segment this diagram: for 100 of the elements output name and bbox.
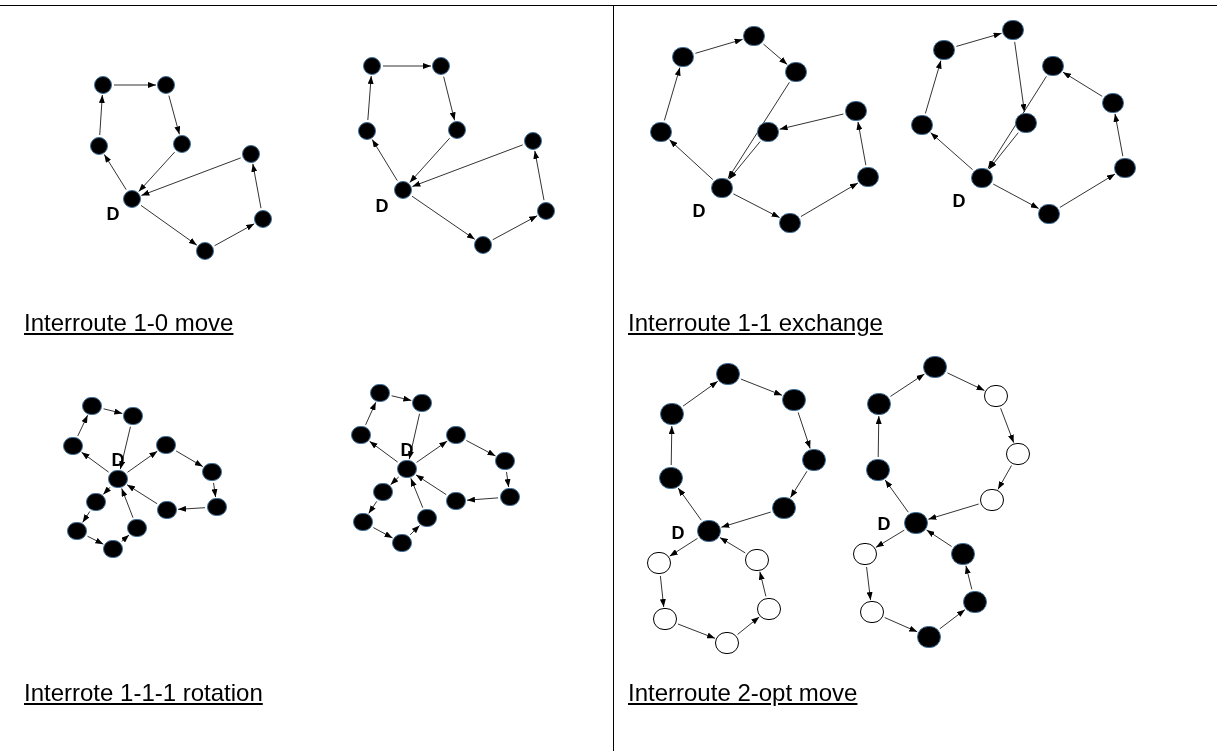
arrow — [856, 121, 867, 166]
depot-label: D — [877, 515, 891, 533]
arrow — [126, 484, 158, 505]
arrow — [103, 154, 127, 191]
arrow — [669, 537, 698, 557]
arrow — [663, 67, 681, 121]
arrow — [415, 474, 447, 496]
arrow — [694, 38, 744, 54]
arrow — [416, 440, 448, 463]
arrow — [992, 183, 1040, 209]
panel-caption: Interroute 1-0 move — [24, 308, 234, 338]
arrow — [797, 411, 811, 450]
arrow — [140, 204, 198, 246]
arrow — [875, 529, 905, 548]
arrow — [177, 505, 206, 512]
arrow — [1000, 407, 1015, 444]
arrow — [211, 482, 218, 498]
arrow — [140, 157, 242, 196]
arrow — [682, 380, 719, 407]
arrow — [790, 470, 808, 499]
arrow — [779, 113, 844, 131]
arrow — [81, 451, 110, 473]
depot-label: D — [952, 192, 966, 210]
arrow — [964, 565, 973, 590]
arrow — [988, 132, 1019, 170]
depot-label: D — [692, 202, 706, 220]
arrow — [889, 373, 925, 397]
arrow — [740, 378, 783, 396]
arrow — [409, 137, 451, 184]
depot-label: D — [375, 197, 389, 215]
arrow — [98, 94, 105, 136]
arrow — [1062, 71, 1103, 97]
depot-label: D — [671, 524, 685, 542]
arrow — [1113, 113, 1124, 157]
arrow — [113, 82, 157, 88]
arrow — [927, 503, 980, 520]
arrow — [82, 510, 91, 523]
panel-caption: Interrote 1-1-1 rotation — [24, 678, 263, 708]
panel-caption: Interroute 1-1 exchange — [628, 308, 883, 338]
arrow — [955, 32, 1003, 47]
arrow — [87, 535, 104, 545]
arrow — [668, 425, 675, 466]
arrow — [365, 401, 377, 426]
arrow — [391, 395, 412, 402]
arrow — [119, 426, 131, 470]
arrow — [504, 471, 511, 488]
arrow — [492, 215, 538, 241]
arrow — [372, 527, 394, 539]
arrow — [121, 487, 134, 519]
arrow — [138, 151, 176, 193]
arrow — [884, 617, 918, 633]
arrow — [727, 81, 790, 179]
arrow — [939, 609, 966, 630]
arrow — [763, 43, 788, 65]
arrow — [997, 465, 1012, 490]
arrow — [930, 132, 974, 171]
arrow — [175, 450, 204, 468]
arrow — [946, 372, 985, 391]
arrow — [382, 63, 432, 69]
arrow — [737, 616, 760, 635]
arrow — [127, 450, 158, 473]
arrow — [884, 479, 909, 513]
arrow — [409, 524, 421, 536]
arrow — [367, 75, 374, 121]
arrow — [669, 139, 714, 181]
arrow — [533, 150, 545, 201]
arrow — [411, 195, 476, 240]
arrow — [465, 440, 496, 457]
arrow — [1059, 173, 1116, 208]
arrow — [987, 75, 1047, 169]
arrow — [102, 486, 111, 495]
arrow — [800, 182, 859, 218]
arrow — [390, 476, 400, 486]
arrow — [758, 571, 767, 597]
arrow — [926, 529, 953, 547]
arrow — [866, 566, 873, 601]
arrow — [408, 413, 421, 460]
arrow — [410, 477, 424, 509]
arrow — [1014, 41, 1027, 113]
arrow — [368, 500, 378, 514]
arrow — [732, 193, 781, 219]
arrow — [369, 440, 399, 463]
arrow — [677, 623, 716, 639]
arrow — [720, 511, 772, 528]
arrow — [659, 575, 666, 608]
arrow — [719, 537, 746, 554]
depot-label: D — [106, 205, 120, 223]
arrow — [371, 139, 398, 182]
arrow — [443, 76, 456, 121]
arrow — [103, 408, 123, 415]
arrow — [677, 487, 702, 521]
arrow — [77, 414, 89, 437]
arrow — [924, 60, 942, 114]
arrow — [875, 415, 882, 458]
arrow — [168, 95, 181, 135]
panel-caption: Interroute 2-opt move — [628, 678, 858, 708]
arrow — [728, 141, 761, 180]
arrow — [214, 223, 255, 247]
arrow — [411, 144, 524, 187]
arrow — [251, 163, 262, 209]
